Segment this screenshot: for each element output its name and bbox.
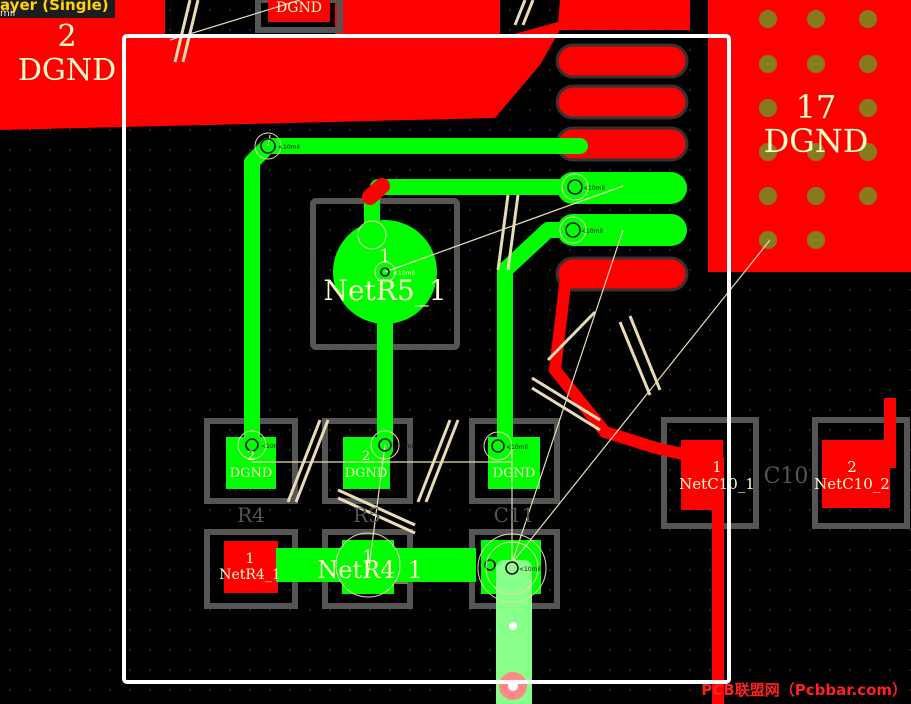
r5-top-outline [322,418,413,504]
r5-pin2-net: DGND [345,466,388,481]
r4-pin2-number: 2 [247,449,255,464]
c10-pin1-net: NetC10_1 [679,475,755,493]
c10-pin2-number: 2 [847,458,857,476]
pad-markers [245,138,583,575]
gnd-top-small-net: DGND [276,0,322,16]
drc-markers [173,0,662,535]
highlight-track[interactable] [496,560,532,704]
ic-pin-2[interactable] [555,84,689,120]
c10-pin1-number: 1 [712,458,722,476]
track-dgnd-left[interactable] [244,138,588,458]
r5-pad1[interactable] [342,540,394,594]
c11-pin2-net: DGND [493,466,536,481]
top-small-outline [255,0,343,33]
c10-pad2-outline [812,417,910,529]
svg-text:<10mil: <10mil [583,185,605,192]
gnd-big-number: 17 [796,88,837,126]
via-stub-red[interactable] [362,178,390,205]
designators: R4 R5 C11 C10 [237,464,808,527]
ic-pin-6[interactable] [555,256,689,292]
designator-r4: R4 [237,503,265,527]
selection-box[interactable] [122,34,731,684]
designator-c10: C10 [764,464,809,489]
svg-text:<10mil: <10mil [519,566,541,573]
r5-pin1-number: 1 [362,547,373,568]
gnd-top-left-number: 2 [57,19,76,54]
r5-center-number: 1 [379,246,390,267]
track-pin5[interactable] [497,222,678,458]
gnd-top-left-net: DGND [18,53,116,88]
c10-pad1[interactable] [681,440,723,510]
ic-pins [555,43,689,292]
thermal-vias [759,10,877,249]
svg-text:<10mil: <10mil [278,144,300,151]
clearance-tags: <10mil <10mil <10mil <10mil <10mil <10mi… [261,144,605,573]
unit-indicator: mil [0,8,16,19]
r4-pin2-net: DGND [230,466,273,481]
svg-text:<10mil: <10mil [506,444,528,451]
c10-pad1-outline [661,417,759,529]
svg-text:<10mil: <10mil [393,443,415,450]
r4-pad1[interactable] [224,541,278,593]
r4-pad2[interactable] [226,437,276,489]
ic-pin-1[interactable] [555,43,689,79]
gnd-big-net: DGND [764,122,869,160]
r4-pin1-net: NetR4_1 [219,567,281,583]
r4-pin1-number: 1 [246,551,255,567]
c10-pin2-net: NetC10_2 [814,475,890,493]
designator-r5: R5 [353,503,381,527]
r5-center-net: NetR5_1 [323,274,446,307]
svg-text:<10mil: <10mil [261,443,283,450]
red-pads [224,0,890,593]
layer-indicator: ayer (Single) [0,0,115,18]
svg-text:<10mil: <10mil [581,228,603,235]
r5-pin2-number: 2 [362,449,370,464]
copper-pour-top-left[interactable] [0,0,690,130]
svg-text:<10mil: <10mil [393,270,415,277]
designator-c11: C11 [494,503,535,527]
copper-pour-top-center[interactable] [335,0,500,38]
selected-net-pads [226,437,541,594]
c11-pad2[interactable] [488,437,540,489]
c10-pad2[interactable] [822,440,890,508]
pad-labels: 2 DGND DGND 17 DGND 1 NetR5_1 2 DGND 2 D… [18,0,890,584]
watermark: PCB联盟网（Pcbbar.com） [701,681,907,699]
pad-marker-rings [237,132,589,603]
c11-top-outline [469,418,560,504]
r5-pin1-net: NetR4_1 [317,556,422,584]
